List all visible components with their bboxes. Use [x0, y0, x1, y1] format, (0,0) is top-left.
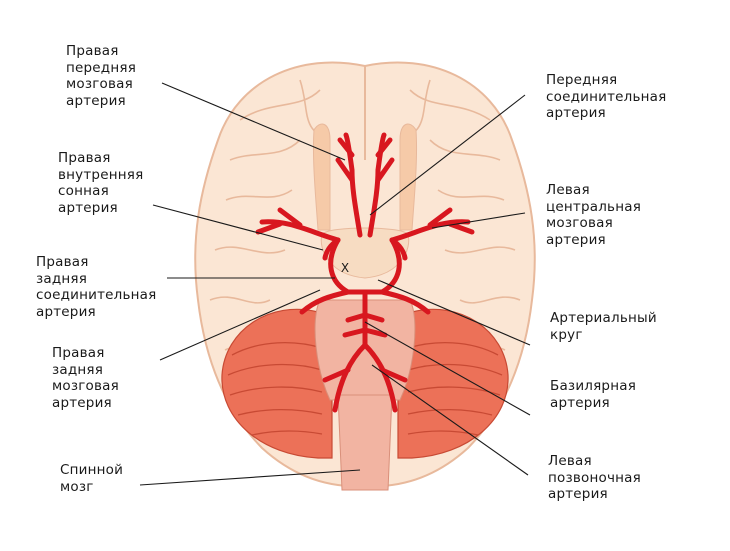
leader-arterial-circle — [377, 279, 531, 346]
right-anterior-cerebral-artery — [343, 132, 363, 238]
right-middle-cerebral-artery — [255, 207, 341, 243]
anterior-branches — [335, 137, 395, 183]
right-olfactory-tract — [399, 123, 418, 231]
left-middle-cerebral-artery — [389, 207, 475, 243]
label-spinal-cord: Спинной мозг — [60, 462, 124, 495]
cerebellum-left — [221, 308, 333, 459]
spinal-cord-shape — [337, 394, 393, 491]
cerebellum-right — [397, 308, 509, 459]
label-anterior-communicating: Передняя соединительная артерия — [546, 72, 667, 121]
basilar-branches — [342, 312, 388, 338]
chiasm-mark: X — [341, 261, 349, 275]
leader-lines — [139, 82, 531, 486]
cerebellum — [221, 308, 509, 459]
right-posterior-cerebral-artery — [299, 289, 351, 315]
leader-right-posterior-cerebral — [159, 289, 321, 361]
label-left-middle-cerebral: Левая центральная мозговая артерия — [546, 182, 642, 248]
label-left-vertebral: Левая позвоночная артерия — [548, 453, 641, 502]
label-right-posterior-communicating: Правая задняя соединительная артерия — [36, 254, 157, 320]
label-right-internal-carotid: Правая внутренняя сонная артерия — [58, 150, 144, 216]
leader-left-vertebral — [371, 364, 529, 476]
folia — [227, 342, 503, 436]
left-anterior-cerebral-artery — [367, 132, 387, 238]
arteries — [255, 132, 475, 413]
leader-spinal-cord — [139, 469, 361, 486]
left-posterior-cerebral-artery — [379, 289, 431, 315]
leader-anterior-communicating — [369, 94, 526, 216]
leader-right-anterior-cerebral — [161, 82, 346, 161]
label-arterial-circle: Артериальный круг — [550, 310, 657, 343]
label-basilar: Базилярная артерия — [550, 378, 637, 411]
label-right-anterior-cerebral: Правая передняя мозговая артерия — [66, 43, 137, 109]
label-right-posterior-cerebral: Правая задняя мозговая артерия — [52, 345, 119, 411]
leader-left-middle-cerebral — [431, 212, 526, 229]
leader-right-internal-carotid — [152, 204, 324, 251]
leader-basilar — [364, 321, 531, 416]
left-olfactory-tract — [312, 123, 331, 231]
vertebral-branches — [322, 367, 408, 383]
